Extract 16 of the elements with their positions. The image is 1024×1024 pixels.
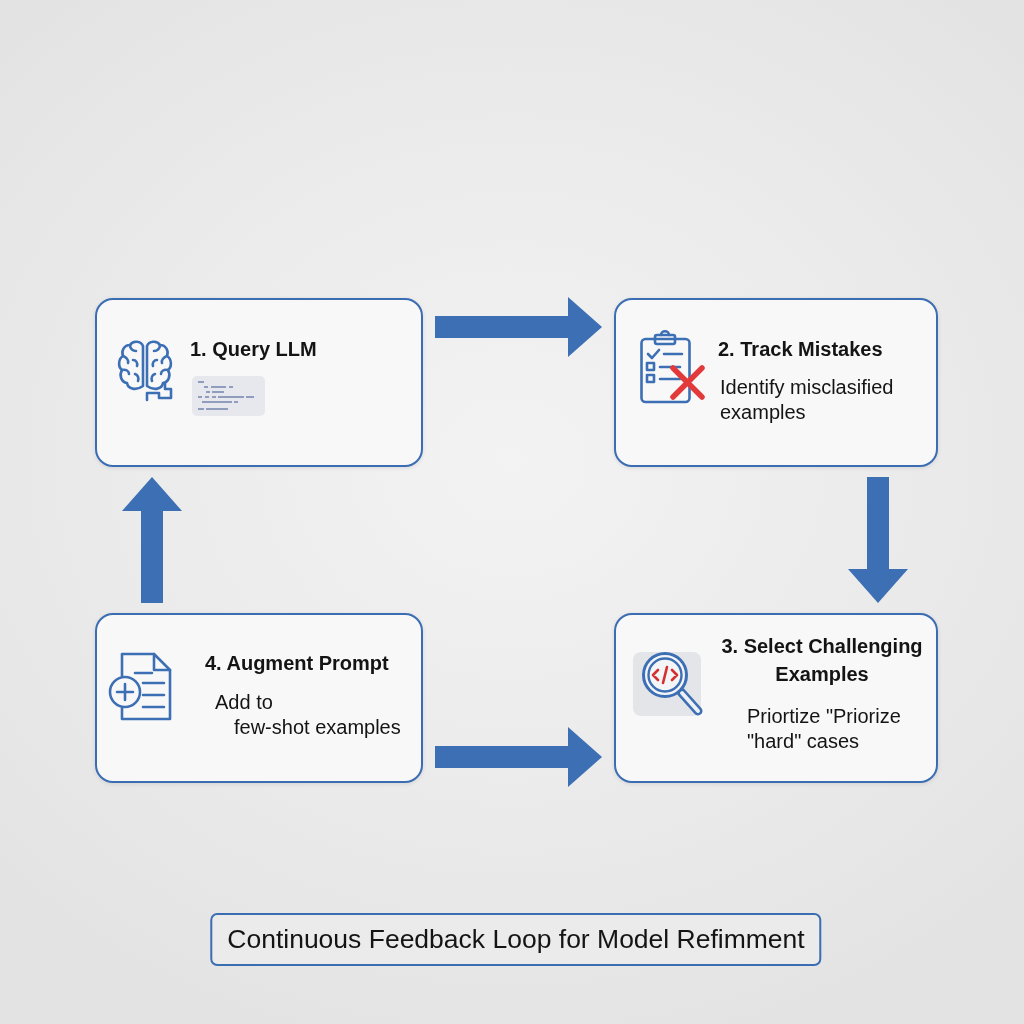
caption: Continuous Feedback Loop for Model Refimment bbox=[210, 913, 822, 966]
step-description: Priortize "Priorize "hard" cases bbox=[747, 704, 902, 753]
process-box bbox=[614, 613, 938, 783]
step-description: Identify misclasified examples bbox=[720, 375, 895, 424]
step-title: 1. Query LLM bbox=[190, 337, 318, 361]
process-box bbox=[95, 298, 423, 467]
step-title: 2. Track Mistakes bbox=[718, 337, 884, 361]
step-description: Add to few-shot examples bbox=[215, 690, 402, 739]
step-title: 3. Select Challenging Examples bbox=[720, 634, 924, 687]
block-arrow bbox=[435, 297, 602, 357]
block-arrow bbox=[848, 477, 908, 603]
process-box bbox=[614, 298, 938, 467]
block-arrow bbox=[435, 727, 602, 787]
block-arrow bbox=[122, 477, 182, 603]
process-box bbox=[95, 613, 423, 783]
step-title: 4. Augment Prompt bbox=[205, 651, 390, 675]
